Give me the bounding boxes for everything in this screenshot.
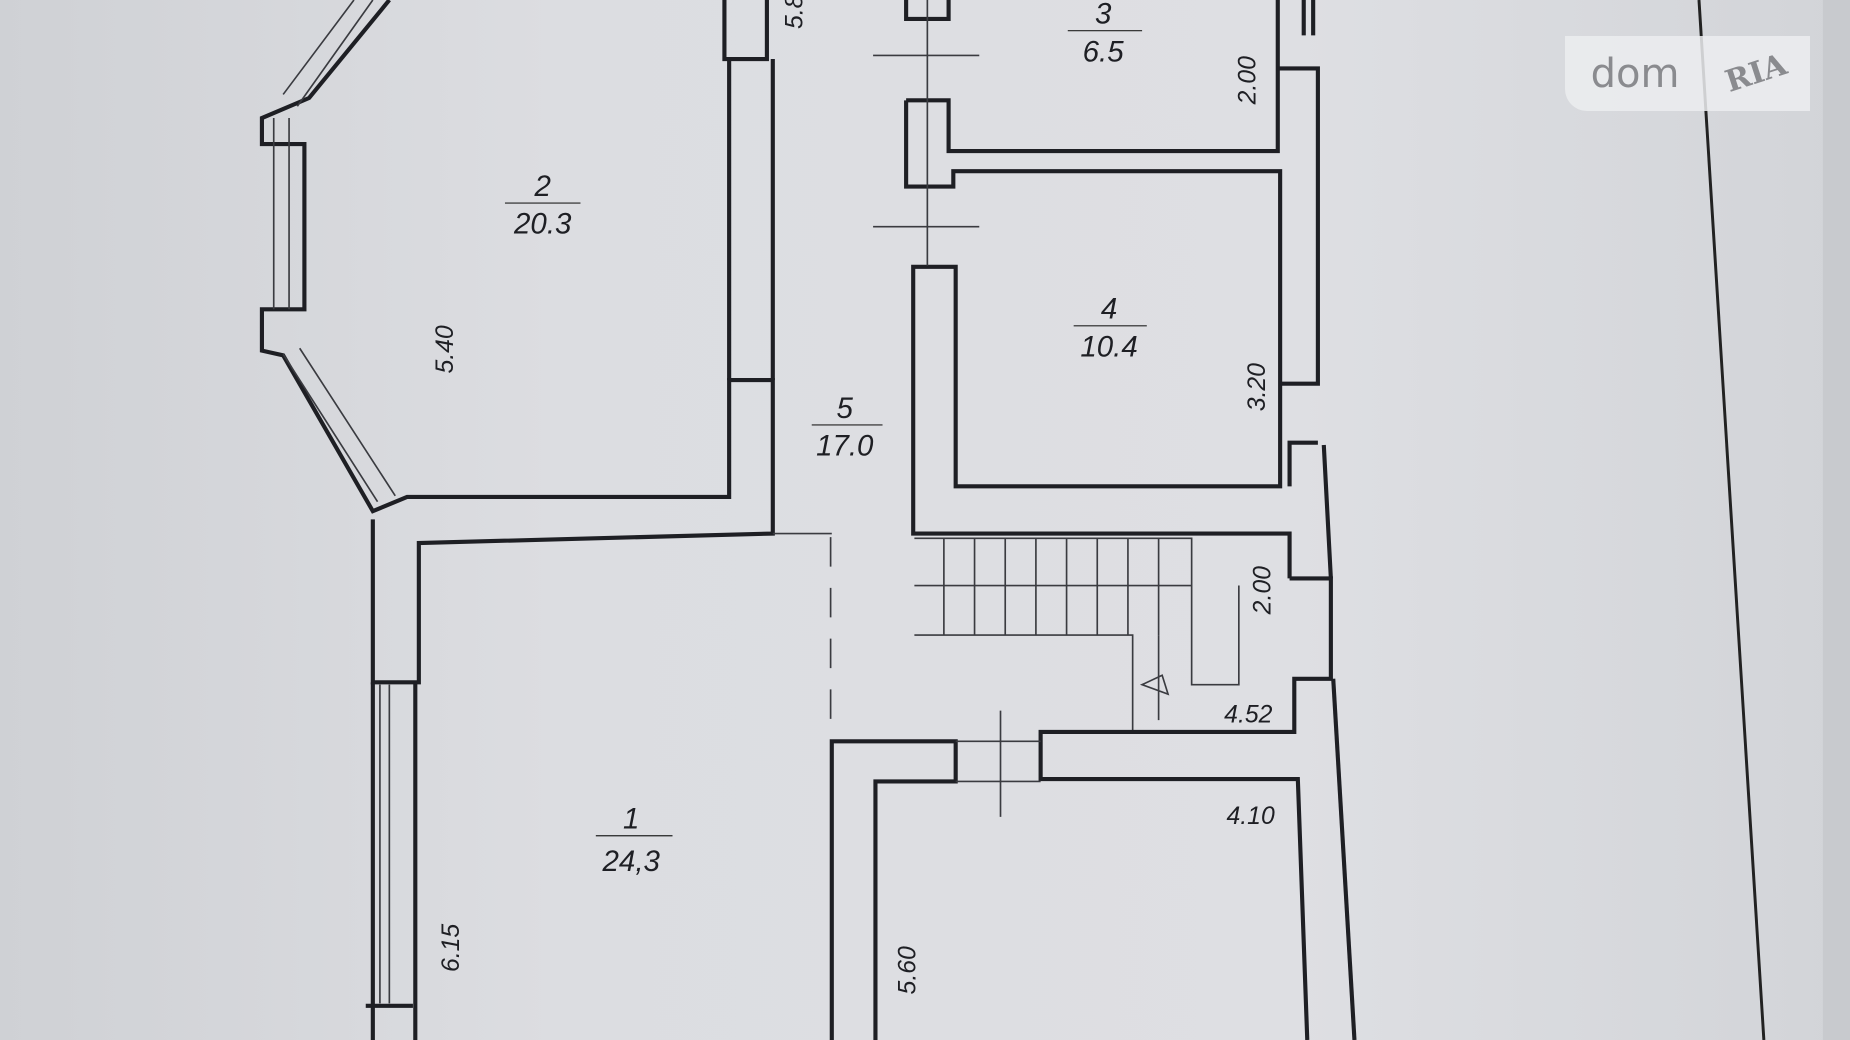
dimension: 2.00 <box>1250 566 1277 615</box>
room-2: 220.3 <box>504 170 581 241</box>
walls <box>259 0 1357 1040</box>
dimension: 3.20 <box>1244 363 1271 411</box>
room-area: 24,3 <box>602 845 661 878</box>
dimension: 5.8 <box>781 0 808 29</box>
room-number: 3 <box>1095 0 1112 31</box>
dimension: 5.60 <box>895 946 922 994</box>
dimension: 4.52 <box>1224 701 1272 728</box>
sheet-border <box>1697 0 1766 1040</box>
room-area: 20.3 <box>513 208 572 241</box>
domria-watermark: dom RIA <box>1565 36 1810 111</box>
room-3: 36.5 <box>1067 0 1143 68</box>
room-labels: 124,3 220.3 36.5 410.4 517.0 <box>504 0 1147 878</box>
room-number: 4 <box>1101 293 1117 326</box>
dimensions: 5.8 2.00 5.40 3.20 2.00 4.52 4.10 6.15 5… <box>432 0 1277 994</box>
watermark-ria: RIA <box>1721 47 1792 100</box>
room-area: 6.5 <box>1083 35 1125 68</box>
room-4: 410.4 <box>1073 293 1147 364</box>
room-area: 17.0 <box>816 430 874 463</box>
dimension: 4.10 <box>1227 803 1275 830</box>
room-number: 1 <box>623 803 639 836</box>
dimension: 5.40 <box>432 325 459 373</box>
dimension: 6.15 <box>438 924 465 972</box>
dimension: 2.00 <box>1234 56 1261 105</box>
room-number: 2 <box>534 170 551 203</box>
sheet-edge <box>1822 0 1850 1040</box>
room-number: 5 <box>837 392 854 425</box>
room-1: 124,3 <box>595 803 673 878</box>
room-5: 517.0 <box>811 392 883 463</box>
watermark-dom: dom <box>1590 50 1680 97</box>
room-area: 10.4 <box>1080 330 1137 363</box>
